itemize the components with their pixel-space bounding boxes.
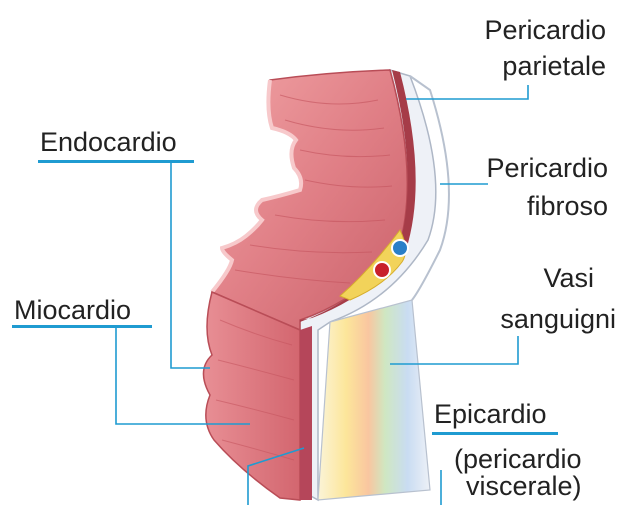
label-pericardio-fibroso-line2: fibroso: [450, 190, 608, 222]
vein-vessel: [392, 240, 408, 256]
artery-vessel: [374, 262, 390, 278]
label-endocardio: Endocardio: [40, 126, 177, 158]
myocardium-front-face: [203, 292, 300, 500]
epicardio-underline: [432, 432, 558, 435]
label-pericardio-parietale-line1: Pericardio: [440, 14, 606, 46]
epicardium-front-strip: [300, 326, 312, 500]
label-vasi-sanguigni-line2: sanguigni: [450, 303, 616, 335]
label-pericardio-viscerale-line2: viscerale): [466, 470, 582, 502]
pericardium-front-face: [318, 300, 430, 500]
label-miocardio: Miocardio: [14, 294, 131, 326]
endocardio-underline: [38, 160, 194, 163]
label-vasi-sanguigni-line1: Vasi: [450, 262, 594, 294]
label-pericardio-parietale-line2: parietale: [440, 50, 606, 82]
miocardio-underline: [12, 325, 152, 328]
label-epicardio: Epicardio: [434, 398, 547, 430]
label-pericardio-fibroso-line1: Pericardio: [450, 152, 608, 184]
